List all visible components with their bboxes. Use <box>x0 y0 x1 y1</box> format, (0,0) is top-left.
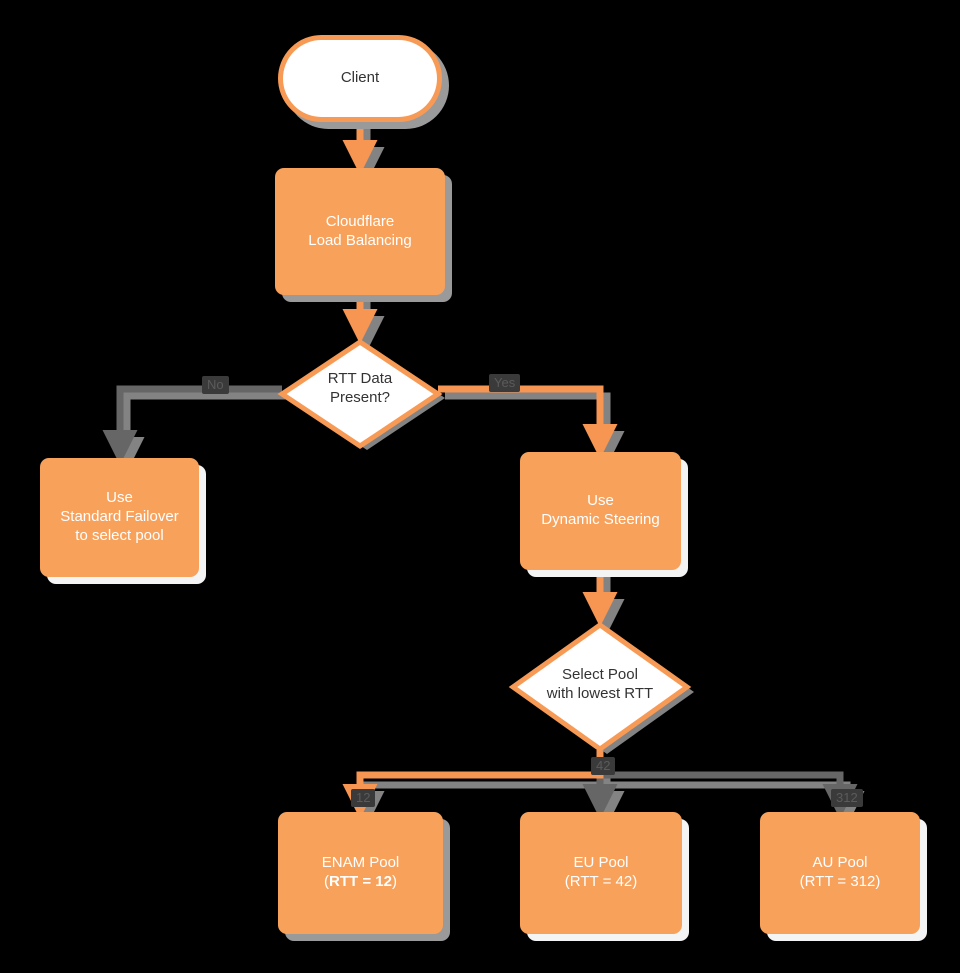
edge-label-no: No <box>202 376 229 395</box>
node-eu-pool[interactable]: EU Pool (RTT = 42) <box>520 812 682 934</box>
node-cloudflare-load-balancing-label: Cloudflare Load Balancing <box>308 212 412 249</box>
node-au-pool[interactable]: AU Pool (RTT = 312) <box>760 812 920 934</box>
node-enam-pool-rtt: (RTT = 12) <box>324 873 397 892</box>
edge-label-au-rtt: 312 <box>831 789 863 808</box>
node-au-pool-rtt: (RTT = 312) <box>800 873 881 892</box>
edge-select-au <box>600 771 858 819</box>
node-rtt-data-present-label: RTT Data Present? <box>327 370 393 406</box>
paren-close: ) <box>875 873 881 890</box>
paren-close: ) <box>391 873 397 890</box>
node-eu-pool-title: EU Pool <box>573 854 629 872</box>
node-dynamic-steering[interactable]: Use Dynamic Steering <box>520 452 681 570</box>
node-rtt-data-present[interactable]: RTT Data Present? <box>277 337 445 450</box>
node-au-pool-title: AU Pool <box>812 854 868 872</box>
node-select-pool-label: Select Pool with lowest RTT <box>546 666 654 702</box>
node-enam-pool-title: ENAM Pool <box>321 854 400 872</box>
node-eu-pool-rtt: (RTT = 42) <box>565 873 637 892</box>
paren-open: ( <box>564 873 570 890</box>
edge-label-yes: Yes <box>489 374 521 393</box>
node-au-pool-rtt-value: RTT = 312 <box>804 873 876 890</box>
rtt-diamond-shape <box>277 337 445 450</box>
node-enam-pool[interactable]: ENAM Pool (RTT = 12) <box>278 812 443 934</box>
edge-label-enam-rtt: 12 <box>351 789 376 808</box>
paren-open: ( <box>799 873 805 890</box>
paren-open: ( <box>324 873 330 890</box>
node-select-pool[interactable]: Select Pool with lowest RTT <box>508 620 694 754</box>
node-cloudflare-load-balancing[interactable]: Cloudflare Load Balancing <box>275 168 445 295</box>
select-pool-diamond-shape <box>508 620 694 754</box>
node-eu-pool-rtt-value: RTT = 42 <box>569 873 633 890</box>
node-standard-failover[interactable]: Use Standard Failover to select pool <box>40 458 199 577</box>
edge-label-eu-rtt: 42 <box>591 757 616 776</box>
node-client-label: Client <box>340 69 380 87</box>
node-dynamic-steering-label: Use Dynamic Steering <box>541 492 660 528</box>
node-client[interactable]: Client <box>278 35 442 122</box>
node-standard-failover-label: Use Standard Failover to select pool <box>60 489 179 544</box>
paren-close: ) <box>632 873 638 890</box>
node-enam-pool-rtt-value: RTT = 12 <box>329 873 392 890</box>
